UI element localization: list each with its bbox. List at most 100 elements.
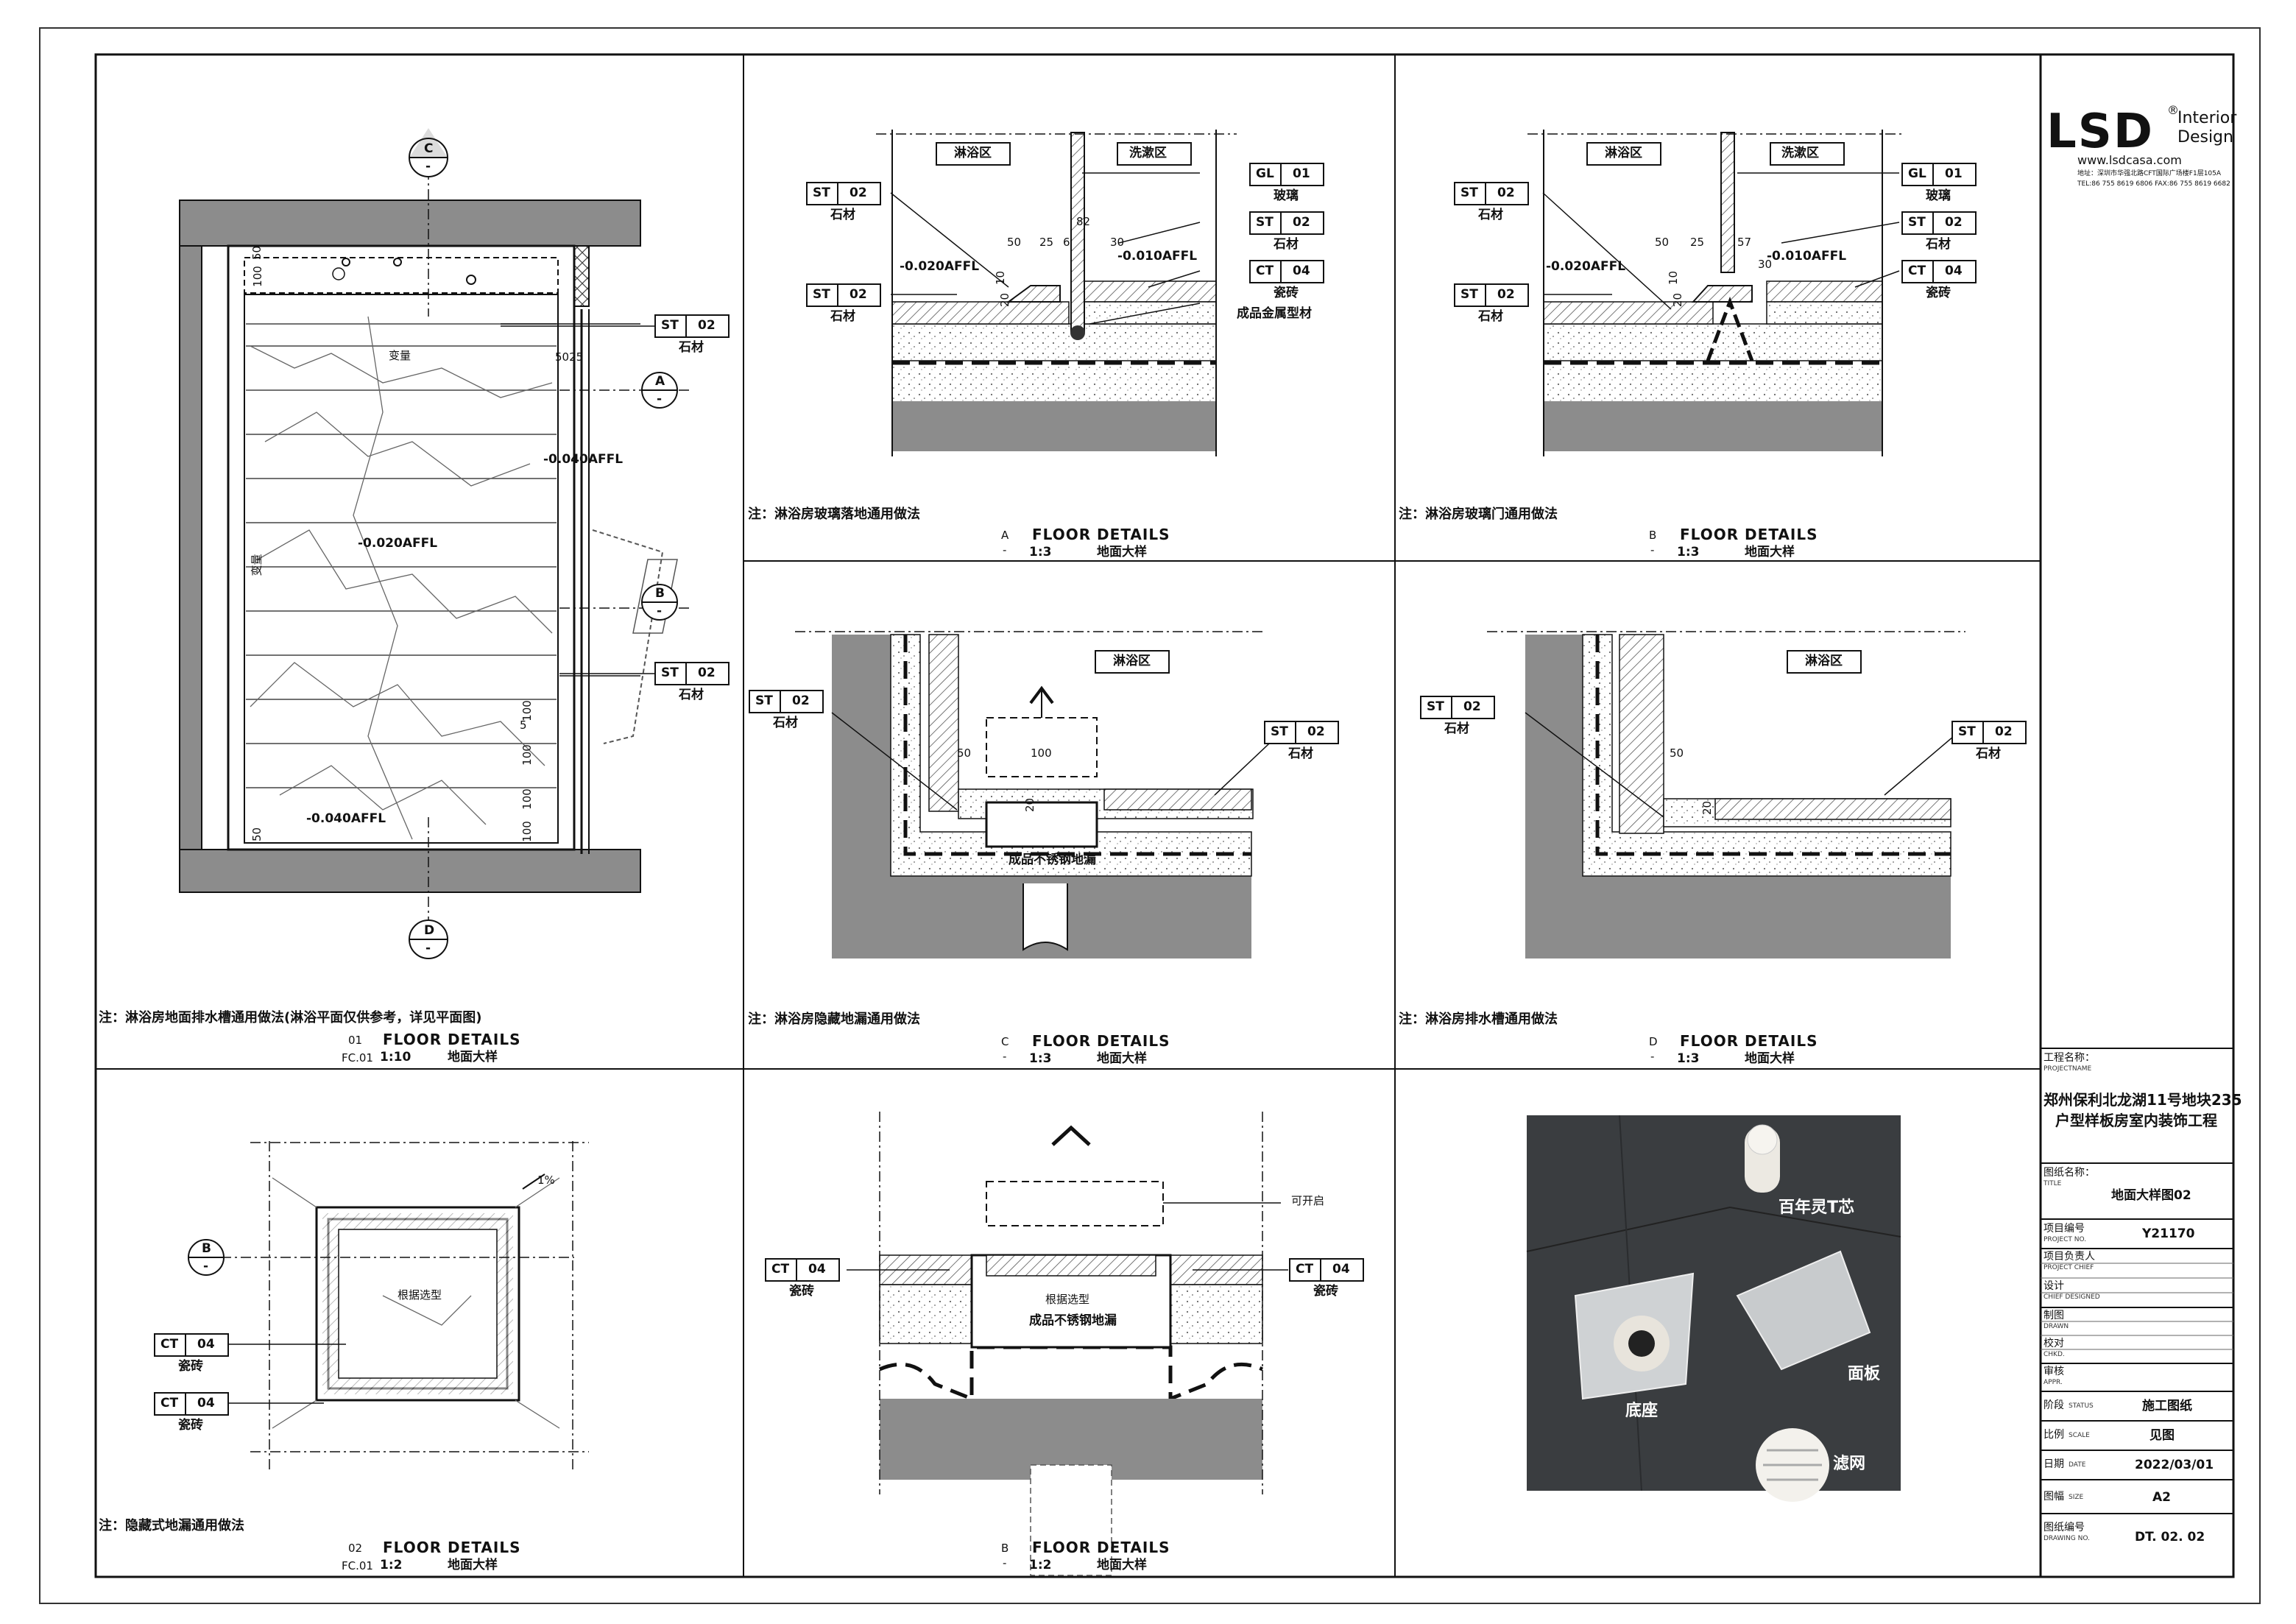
projno-label-en: PROJECT NO. bbox=[2044, 1236, 2087, 1243]
drawn-label-en: DRAWN bbox=[2044, 1323, 2069, 1330]
section-mark-a bbox=[641, 372, 678, 409]
tag-st-code: ST bbox=[1460, 186, 1478, 200]
mark-dash: - bbox=[1003, 543, 1007, 557]
date-label-en: DATE bbox=[2069, 1461, 2086, 1469]
tag-st-code: ST bbox=[661, 318, 679, 333]
section-d-drawing bbox=[1487, 631, 1965, 958]
scale-label: 比例 bbox=[2044, 1429, 2064, 1441]
detail-ref: FC.01 bbox=[342, 1051, 373, 1065]
tag-st-code: ST bbox=[661, 666, 679, 680]
mark-letter: B bbox=[655, 586, 665, 601]
status-label-en: STATUS bbox=[2069, 1402, 2094, 1410]
photo-label-core: 百年灵T芯 bbox=[1778, 1198, 1855, 1217]
chkd-label: 校对 bbox=[2044, 1338, 2064, 1349]
mark-letter: B bbox=[1001, 1542, 1009, 1555]
lsd-logo: LSD bbox=[2046, 105, 2152, 159]
chief-label: 项目负责人 bbox=[2044, 1251, 2095, 1263]
detail-scale: 1:3 bbox=[1029, 1051, 1052, 1066]
drain-label: 成品不锈钢地漏 bbox=[1009, 852, 1096, 867]
detail-number: 01 bbox=[348, 1034, 363, 1047]
zone-label: 淋浴区 bbox=[1605, 146, 1642, 160]
detail-subtitle: 地面大样 bbox=[1097, 1558, 1147, 1572]
tag-glass: 玻璃 bbox=[1926, 188, 1951, 203]
dimension: 20 bbox=[1671, 292, 1685, 308]
brand-url: www.lsdcasa.com bbox=[2077, 153, 2182, 167]
mark-dash: - bbox=[657, 392, 663, 406]
title-label-en: TITLE bbox=[2044, 1180, 2062, 1187]
design-label: 设计 bbox=[2044, 1280, 2064, 1292]
detail-scale: 1:3 bbox=[1677, 545, 1700, 559]
size-label-en: SIZE bbox=[2069, 1494, 2084, 1501]
panel-note: 注：隐藏式地漏通用做法 bbox=[99, 1518, 244, 1533]
tag-ct-code: CT bbox=[1256, 264, 1274, 278]
projno-label: 项目编号 bbox=[2044, 1223, 2085, 1235]
panel-note: 注：淋浴房玻璃落地通用做法 bbox=[748, 506, 920, 522]
tag-ct-num: 04 bbox=[808, 1262, 826, 1277]
detail-scale: 1:3 bbox=[1029, 545, 1052, 559]
panel-note: 注：淋浴房排水槽通用做法 bbox=[1399, 1012, 1558, 1027]
detail-title: FLOOR DETAILS bbox=[383, 1539, 521, 1556]
zone-label: 淋浴区 bbox=[954, 146, 992, 160]
section-mark-c bbox=[409, 128, 448, 177]
tag-st-code: ST bbox=[813, 287, 830, 302]
title-block-grid bbox=[2041, 1048, 2233, 1514]
projno-value: Y21170 bbox=[2142, 1226, 2195, 1241]
mark-dash: - bbox=[425, 941, 431, 956]
tag-st-num: 02 bbox=[849, 287, 867, 302]
dimension: 50 bbox=[250, 245, 264, 261]
date-label: 日期 bbox=[2044, 1458, 2064, 1470]
detail-subtitle: 地面大样 bbox=[448, 1558, 498, 1572]
level-mark: -0.040AFFL bbox=[306, 811, 386, 826]
mark-letter: D bbox=[1649, 1035, 1658, 1048]
date-value: 2022/03/01 bbox=[2135, 1458, 2214, 1472]
chkd-label-en: CHKD. bbox=[2044, 1351, 2065, 1358]
zone-label: 洗漱区 bbox=[1129, 146, 1167, 160]
tag-glass: 玻璃 bbox=[1274, 188, 1299, 203]
tag-st-code: ST bbox=[1460, 287, 1478, 302]
detail-title: FLOOR DETAILS bbox=[383, 1031, 521, 1048]
drain-product-photo bbox=[1526, 1115, 1901, 1502]
slope-label: 变量 bbox=[389, 349, 411, 362]
dimension: 5 bbox=[520, 719, 527, 732]
brand-phone: TEL:86 755 8619 6806 FAX:86 755 8619 668… bbox=[2077, 180, 2230, 188]
tag-st-num: 02 bbox=[792, 693, 810, 708]
tag-stone: 石材 bbox=[1478, 309, 1503, 324]
size-label: 图幅 bbox=[2044, 1491, 2064, 1503]
drawn-label: 制图 bbox=[2044, 1310, 2064, 1321]
dimension: 100 bbox=[520, 821, 534, 842]
dimension: 50 bbox=[1007, 236, 1022, 249]
drain-plan-drawing bbox=[221, 1141, 589, 1472]
tag-st-num: 02 bbox=[698, 666, 716, 680]
plan-tag-boxes bbox=[654, 314, 730, 685]
tag-gl-num: 01 bbox=[1945, 166, 1963, 181]
tag-stone: 石材 bbox=[1976, 746, 2001, 761]
project-name-2: 户型样板房室内装饰工程 bbox=[2055, 1112, 2217, 1129]
dwg-value: DT. 02. 02 bbox=[2135, 1530, 2205, 1544]
tag-st-code: ST bbox=[1256, 215, 1274, 230]
tag-ct-num: 04 bbox=[197, 1337, 215, 1352]
dimension: 100 bbox=[520, 788, 534, 810]
tag-tile: 瓷砖 bbox=[789, 1284, 814, 1299]
chief-label-en: PROJECT CHIEF bbox=[2044, 1264, 2094, 1271]
dimension: 10 bbox=[994, 270, 1008, 286]
detail-subtitle: 地面大样 bbox=[448, 1050, 498, 1065]
photo-label-filter: 滤网 bbox=[1833, 1455, 1866, 1473]
dimension: 57 bbox=[1737, 236, 1752, 249]
dimension: 25 bbox=[1039, 236, 1054, 249]
slope-label-vertical: 变量 bbox=[250, 554, 264, 576]
section-b-drawing bbox=[1527, 130, 1903, 456]
select-label: 根据选型 bbox=[398, 1288, 442, 1302]
tag-ct-num: 04 bbox=[1293, 264, 1310, 278]
mark-letter: C bbox=[424, 141, 434, 156]
tag-st-code: ST bbox=[1271, 724, 1288, 739]
detail-subtitle: 地面大样 bbox=[1097, 1051, 1147, 1066]
detail-title: FLOOR DETAILS bbox=[1032, 526, 1170, 543]
tag-st-num: 02 bbox=[1307, 724, 1325, 739]
detail-number: 02 bbox=[348, 1542, 363, 1555]
dimension: 30 bbox=[1758, 258, 1773, 271]
brand-mark: ® bbox=[2167, 103, 2179, 117]
tag-tile: 瓷砖 bbox=[1274, 286, 1299, 300]
tag-stone: 石材 bbox=[830, 309, 855, 324]
project-name-1: 郑州保利北龙湖11号地块235 bbox=[2044, 1091, 2242, 1109]
